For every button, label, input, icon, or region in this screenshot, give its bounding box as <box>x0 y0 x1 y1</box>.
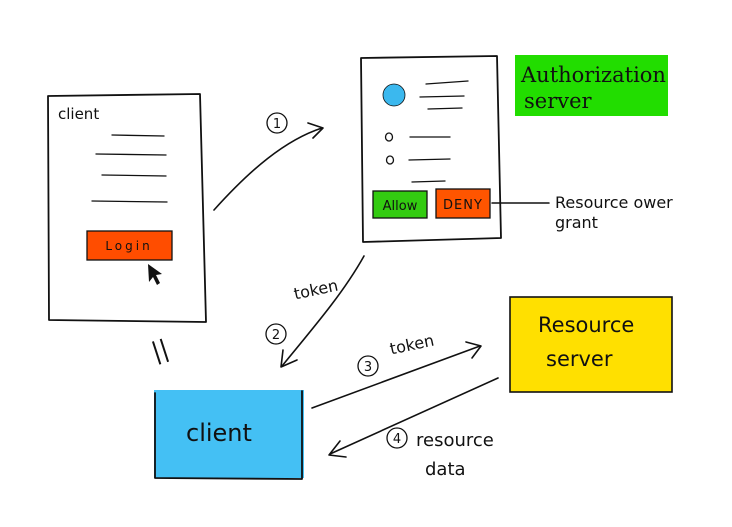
login-screen-title: client <box>58 105 99 123</box>
step-4-number: 4 <box>393 432 401 447</box>
step-1-badge <box>266 112 288 134</box>
client-box-label: client <box>186 419 252 447</box>
authorization-screen: Allow DENY <box>360 55 550 243</box>
step-4-label-line2: data <box>425 459 466 480</box>
permission-bullet <box>385 155 395 165</box>
equals-sign: || <box>148 334 172 366</box>
resource-server-box: Resource server <box>509 296 673 393</box>
login-button-label: Login <box>105 239 152 253</box>
step-4-badge <box>386 427 408 449</box>
step-4-label-line1: resource <box>416 430 494 451</box>
permission-line <box>411 180 446 183</box>
arrow-step-1: 1 <box>213 112 324 211</box>
login-screen: client Login <box>47 93 207 323</box>
resource-server-bg <box>509 296 673 393</box>
arrow-step-2-line <box>281 255 365 367</box>
login-button-bg[interactable] <box>86 230 173 261</box>
login-form-line <box>101 174 167 177</box>
profile-line <box>427 107 463 110</box>
login-button[interactable]: Login <box>86 230 173 261</box>
deny-button-bg[interactable] <box>435 188 491 219</box>
allow-button[interactable]: Allow <box>372 190 428 219</box>
arrow-step-1-head <box>307 122 324 139</box>
arrow-step-1-line <box>213 127 323 211</box>
login-screen-frame <box>47 93 207 323</box>
arrow-step-4-head <box>328 440 347 458</box>
authorization-server-label: Authorization server <box>515 55 668 116</box>
resource-server-label-line2: server <box>546 347 613 371</box>
resource-owner-grant-label-line1: Resource ower <box>555 193 673 212</box>
profile-line <box>419 95 465 98</box>
login-form-line <box>91 200 168 203</box>
permission-line <box>408 158 451 161</box>
step-2-label: token <box>292 276 340 304</box>
permission-bullet <box>384 132 394 142</box>
resource-server-label-line1: Resource <box>538 313 634 337</box>
step-3-badge <box>357 355 379 377</box>
arrow-step-4-line <box>329 377 499 455</box>
authorization-server-label-line1: Authorization <box>520 63 666 87</box>
resource-owner-grant-label-line2: grant <box>555 213 598 232</box>
arrow-step-2-head <box>280 349 298 368</box>
mouse-pointer-icon <box>148 264 162 285</box>
authorization-screen-frame <box>360 55 502 243</box>
deny-button-label: DENY <box>443 198 483 213</box>
authorization-server-label-bg <box>515 55 668 116</box>
authorization-server-label-line2: server <box>524 89 593 113</box>
deny-button[interactable]: DENY <box>435 188 491 219</box>
arrow-step-3-line <box>311 345 481 409</box>
client-box: client <box>154 390 304 480</box>
allow-button-bg[interactable] <box>372 190 428 219</box>
user-avatar-icon <box>382 83 406 107</box>
allow-button-label: Allow <box>383 199 418 214</box>
step-3-label: token <box>388 331 436 359</box>
profile-line <box>425 80 469 85</box>
client-box-outline <box>154 390 303 480</box>
arrow-step-3-head <box>465 341 482 359</box>
step-2-badge <box>265 323 287 345</box>
login-form-line <box>95 153 167 156</box>
login-form-line <box>111 134 165 137</box>
arrow-step-4: 4 resource data <box>328 377 499 480</box>
step-3-number: 3 <box>364 360 372 375</box>
client-box-bg <box>154 390 304 478</box>
step-2-number: 2 <box>272 328 280 343</box>
step-1-number: 1 <box>273 117 281 132</box>
arrow-step-2: token 2 <box>265 255 365 368</box>
